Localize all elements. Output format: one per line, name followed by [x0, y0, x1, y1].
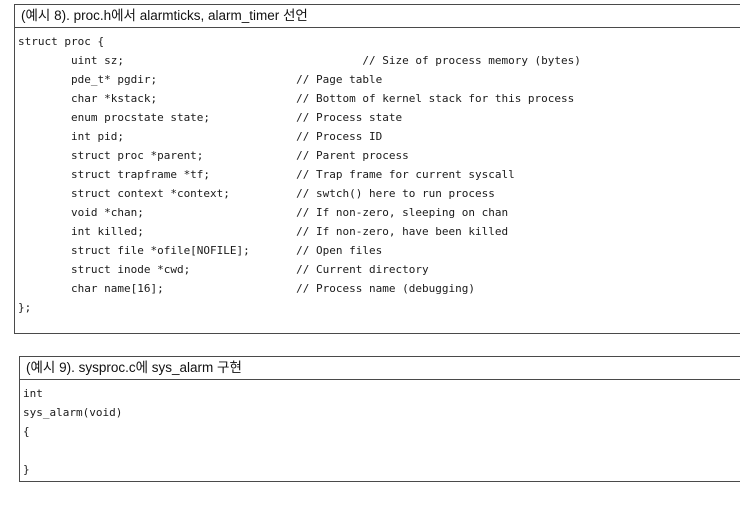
- example-8-box: (예시 8). proc.h에서 alarmticks, alarm_timer…: [14, 4, 740, 334]
- example-9-code: int sys_alarm(void) { }: [23, 387, 123, 476]
- example-9-title: (예시 9). sysproc.c에 sys_alarm 구현: [20, 357, 740, 380]
- example-8-title: (예시 8). proc.h에서 alarmticks, alarm_timer…: [15, 5, 740, 28]
- example-9-box: (예시 9). sysproc.c에 sys_alarm 구현 int sys_…: [19, 356, 740, 482]
- example-8-code: struct proc { uint sz; // Size of proces…: [18, 35, 581, 314]
- document-page: { "colors": { "border": "#4a4a4a", "text…: [0, 4, 740, 512]
